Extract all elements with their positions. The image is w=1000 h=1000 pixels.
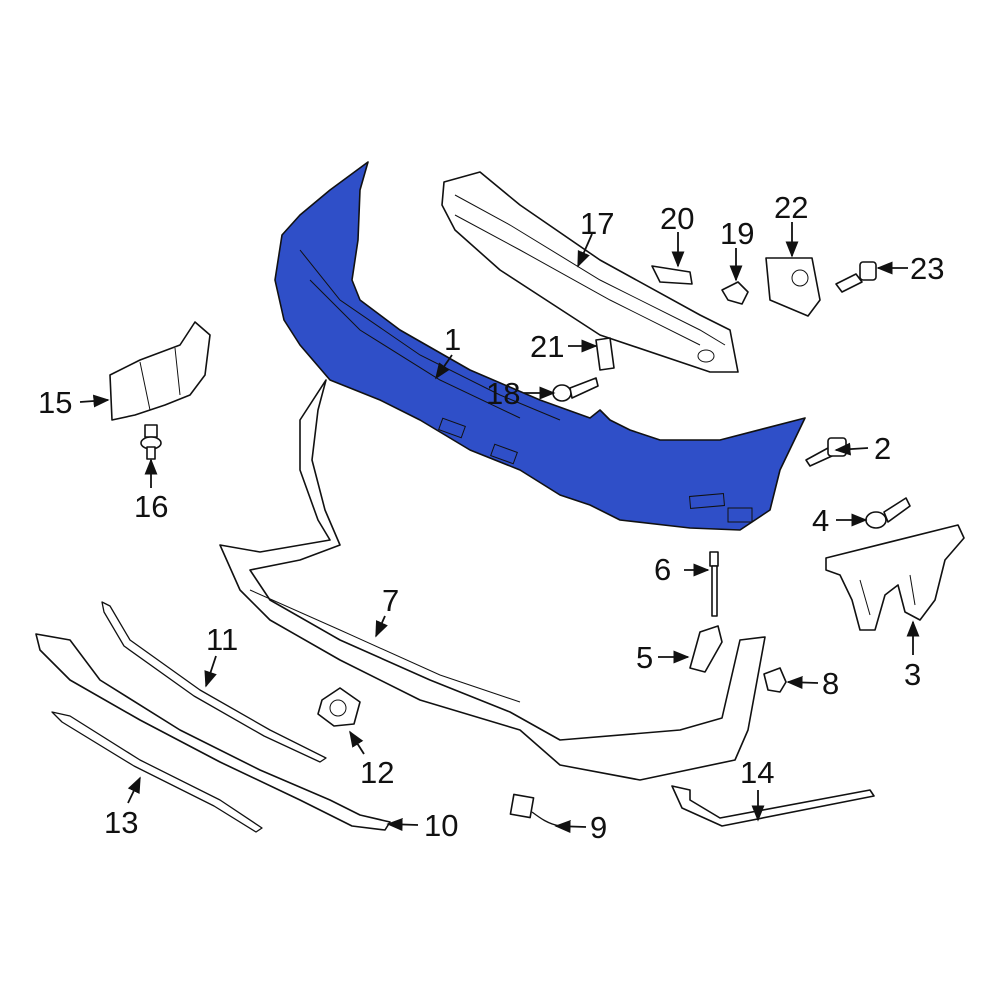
callout-1: 1 [444, 322, 461, 357]
callout-20: 20 [660, 201, 694, 236]
callout-10: 10 [424, 808, 458, 843]
callout-22: 22 [774, 190, 808, 225]
bolt-part-23 [835, 261, 877, 293]
clip-part-19 [721, 281, 749, 305]
callout-21: 21 [530, 329, 564, 364]
callout-12: 12 [360, 755, 394, 790]
bracket-part-15 [109, 321, 211, 421]
strip-part-13 [51, 711, 263, 833]
callout-17: 17 [580, 206, 614, 241]
clip-part-8 [763, 667, 787, 693]
molding-part-11 [101, 601, 327, 763]
callout-4: 4 [812, 503, 829, 538]
reinforcement-bar-part-17 [441, 171, 739, 373]
bumper-cover-part-1 [274, 161, 806, 531]
leader-lines [79, 222, 920, 833]
sensor-bracket-part-22 [765, 257, 821, 317]
callout-16: 16 [134, 489, 168, 524]
sensor-part-12 [317, 687, 361, 727]
harness-part-9 [509, 793, 561, 827]
push-pin-part-6 [709, 551, 719, 617]
callout-3: 3 [904, 657, 921, 692]
screw-part-4 [865, 497, 911, 529]
callout-13: 13 [104, 805, 138, 840]
callout-23: 23 [910, 251, 944, 286]
callout-8: 8 [822, 666, 839, 701]
callout-14: 14 [740, 755, 774, 790]
callout-7: 7 [382, 583, 399, 618]
lower-valance-part-7 [219, 379, 766, 781]
clip-part-16 [140, 424, 162, 460]
callout-2: 2 [874, 431, 891, 466]
bracket-part-20 [651, 265, 693, 285]
bolt-part-2 [805, 437, 847, 467]
callout-labels: 1 2 3 4 5 6 7 8 9 10 11 12 13 14 15 16 1… [38, 190, 944, 845]
callout-18: 18 [486, 376, 520, 411]
callout-9: 9 [590, 810, 607, 845]
callout-6: 6 [654, 552, 671, 587]
screw-part-18 [552, 377, 599, 402]
callout-11: 11 [206, 622, 238, 657]
callout-15: 15 [38, 385, 72, 420]
side-bracket-part-3 [825, 524, 965, 631]
callout-19: 19 [720, 216, 754, 251]
clip-part-5 [689, 625, 723, 673]
clip-part-21 [595, 337, 615, 371]
callout-5: 5 [636, 640, 653, 675]
trim-part-14 [671, 785, 875, 827]
